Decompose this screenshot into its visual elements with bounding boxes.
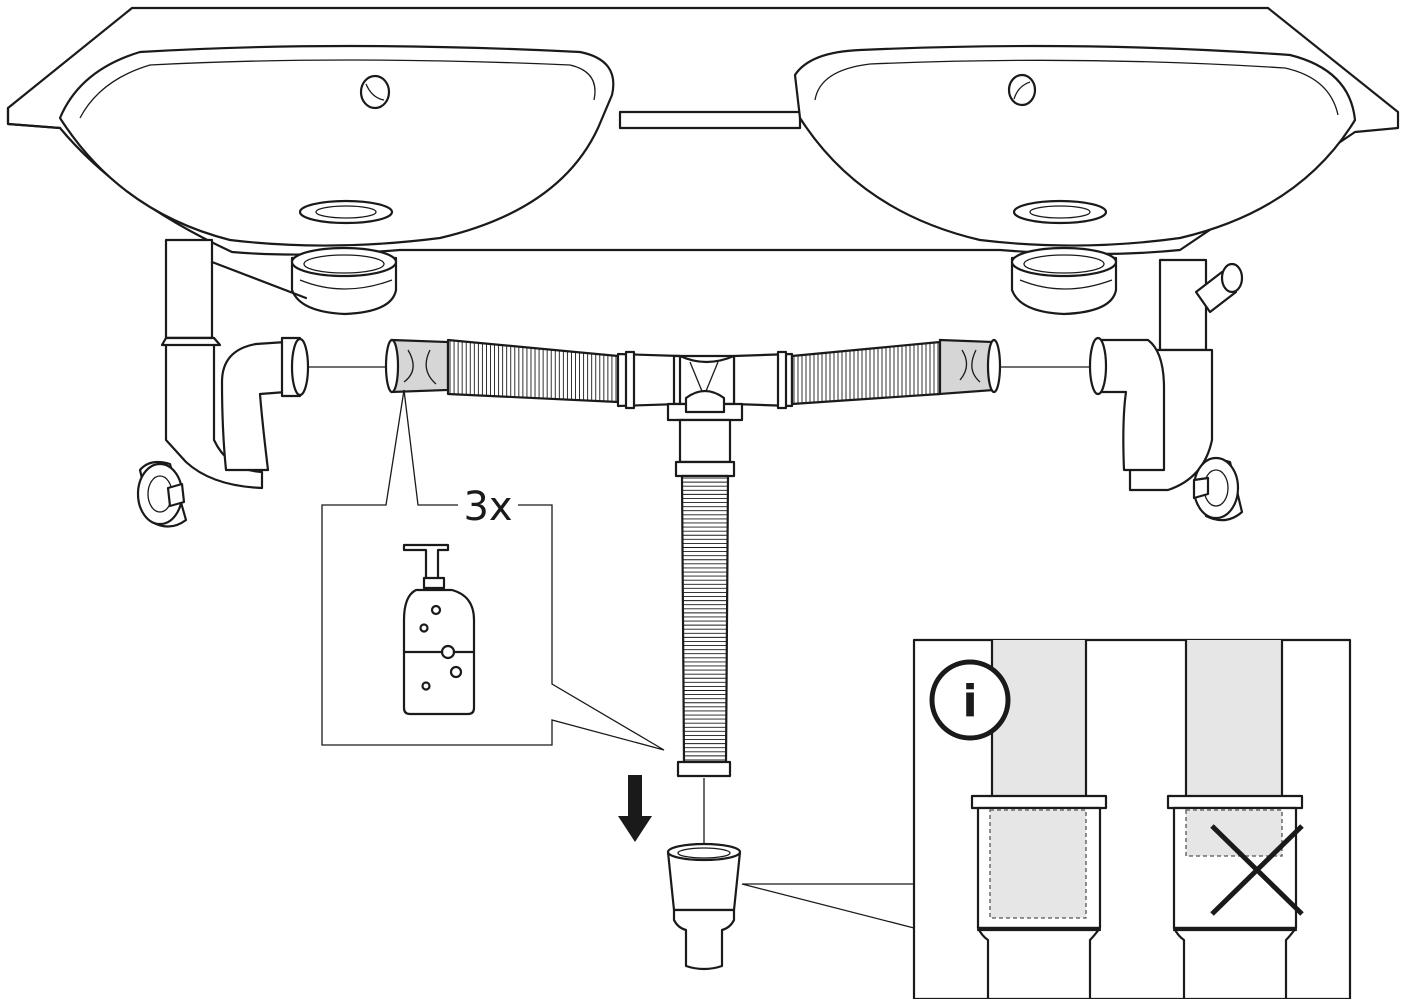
- left-basin: [58, 44, 615, 247]
- left-pipe-end: [390, 338, 450, 394]
- lubricant-callout: 3x: [321, 389, 665, 751]
- insertion-depth-info-inset: i: [741, 638, 1352, 999]
- vertical-hose-ribs: [682, 477, 728, 761]
- left-hose-ribs: [449, 340, 617, 402]
- right-hose-ribs: [793, 342, 939, 404]
- right-drain-strainer: [1010, 246, 1118, 316]
- right-drain-opening: [1012, 199, 1108, 225]
- left-corrugated-hose: [446, 338, 620, 404]
- right-overflow-hole: [1007, 73, 1037, 107]
- left-bottle-trap: [136, 238, 310, 528]
- info-icon: i: [929, 659, 1011, 741]
- soap-dispenser-icon: [402, 543, 476, 716]
- standpipe-socket: [666, 842, 742, 971]
- incorrect-fit-example: [1166, 638, 1304, 999]
- right-basin: [793, 44, 1357, 247]
- left-drain-opening: [298, 199, 394, 225]
- callout-quantity-label: 3x: [463, 484, 512, 530]
- info-badge-letter: i: [962, 676, 977, 727]
- left-overflow-hole: [359, 74, 391, 110]
- right-bottle-trap: [1088, 258, 1244, 522]
- down-arrow-icon: [618, 775, 652, 842]
- flexible-pipe-tee-assembly: [384, 338, 1002, 778]
- left-drain-strainer: [290, 246, 398, 316]
- correct-fit-example: [970, 638, 1108, 999]
- cross-icon: [1210, 824, 1304, 916]
